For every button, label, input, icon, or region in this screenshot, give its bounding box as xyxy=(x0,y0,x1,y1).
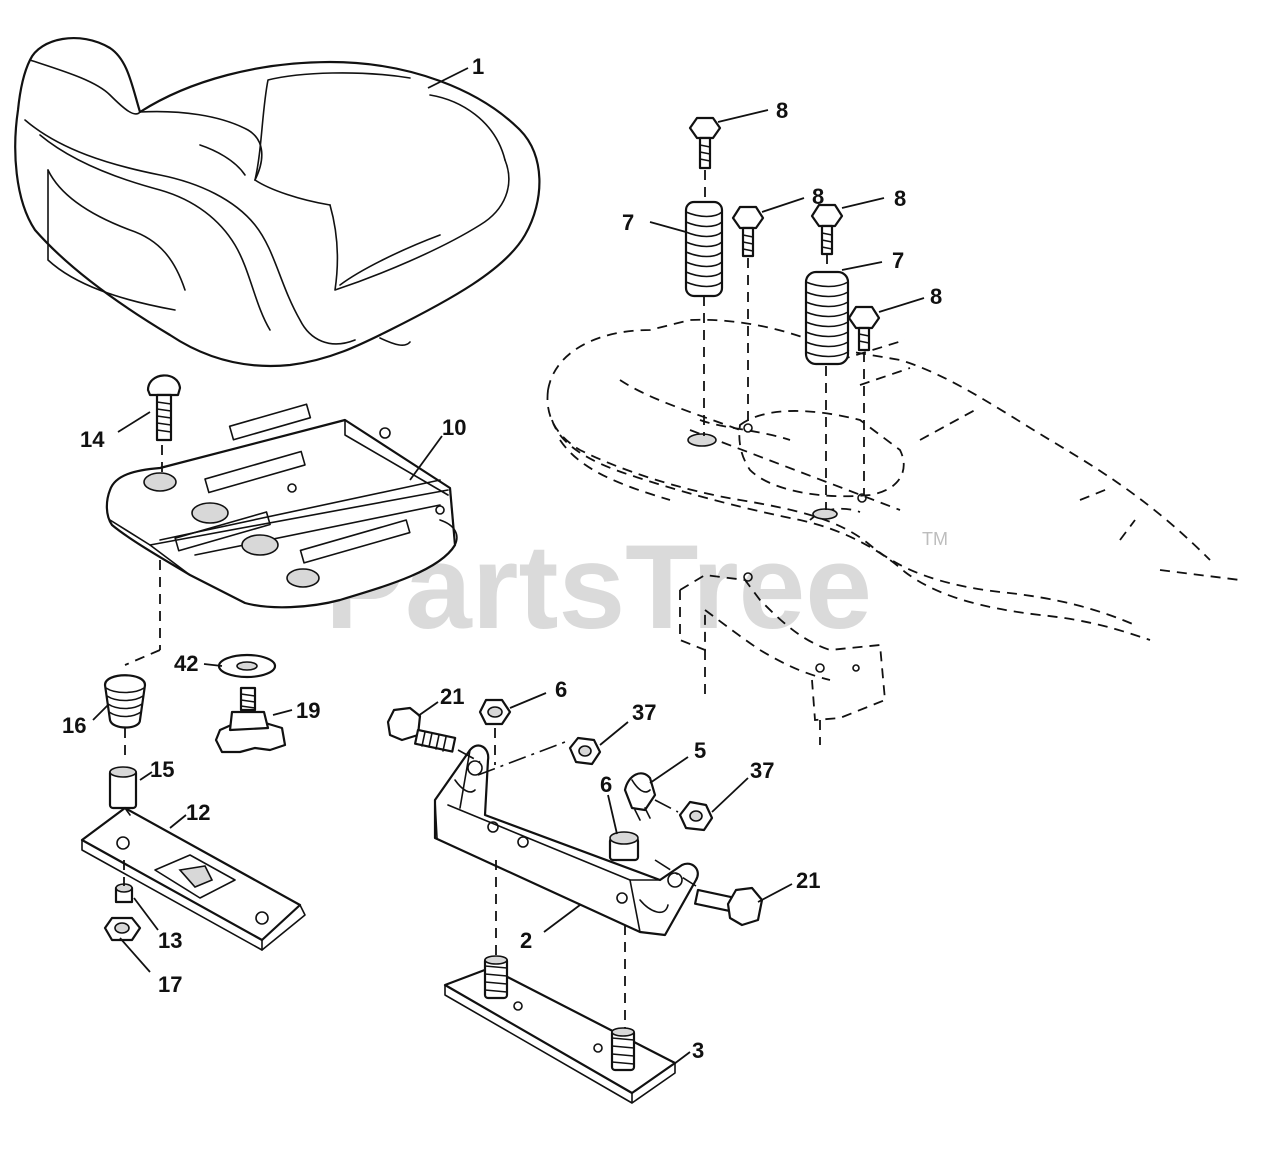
part-lock-nut-lower xyxy=(678,800,714,832)
assembly-line-lock-nut-upper xyxy=(477,741,566,776)
part-bolt-top xyxy=(688,116,722,170)
part-carriage-bolt xyxy=(146,374,182,478)
assembly-line-bolt-right xyxy=(654,859,697,887)
part-base-plate xyxy=(443,955,677,1104)
callout-7-right: 7 xyxy=(892,248,904,273)
part-bolt-right xyxy=(847,305,881,352)
callout-37-upper: 37 xyxy=(632,700,656,725)
part-lock-nut-upper xyxy=(568,736,602,766)
part-spacer xyxy=(108,766,138,810)
callout-10: 10 xyxy=(442,415,466,440)
callout-8-right: 8 xyxy=(930,284,942,309)
callout-5: 5 xyxy=(694,738,706,763)
assembly-line-bolt-left xyxy=(457,749,481,763)
part-flange-nut xyxy=(103,916,142,942)
part-shoulder-bolt-left xyxy=(386,706,457,753)
part-clip xyxy=(623,772,657,821)
callout-2: 2 xyxy=(520,928,532,953)
callout-12: 12 xyxy=(186,800,210,825)
callout-1: 1 xyxy=(472,54,484,79)
assembly-line-lock-nut-lower xyxy=(654,799,679,813)
callout-21-right: 21 xyxy=(796,868,820,893)
part-shoulder-bolt-right xyxy=(693,886,764,927)
part-hex-nut-right xyxy=(608,831,640,862)
part-spring-large-left xyxy=(684,200,724,298)
part-bracket-plate xyxy=(80,806,306,951)
callout-37-lower: 37 xyxy=(750,758,774,783)
callout-13: 13 xyxy=(158,928,182,953)
callout-7-left: 7 xyxy=(622,210,634,235)
part-seat-bracket xyxy=(433,744,699,937)
callout-8-mid-right: 8 xyxy=(894,186,906,211)
part-washer xyxy=(114,883,134,904)
callout-19: 19 xyxy=(296,698,320,723)
callout-42: 42 xyxy=(174,651,198,676)
callout-16: 16 xyxy=(62,713,86,738)
part-bolt-mid-right xyxy=(810,203,844,256)
callout-labels: 1 14 10 42 19 16 15 12 13 17 21 6 37 5 3… xyxy=(62,54,942,1063)
frame-seat-bracket xyxy=(679,572,886,745)
callout-3: 3 xyxy=(692,1038,704,1063)
callout-21-left: 21 xyxy=(440,684,464,709)
callout-6-upper: 6 xyxy=(555,677,567,702)
callout-8-mid-left: 8 xyxy=(812,184,824,209)
part-knob xyxy=(214,686,287,754)
watermark-trademark: TM xyxy=(922,529,948,549)
frame-outline xyxy=(546,318,1241,641)
callout-14: 14 xyxy=(80,427,105,452)
part-spring-large-right xyxy=(804,270,850,366)
callout-8-top: 8 xyxy=(776,98,788,123)
part-flat-washer xyxy=(217,653,277,679)
callout-15: 15 xyxy=(150,757,174,782)
assembly-line-pan-spring-b xyxy=(124,649,161,666)
part-seat xyxy=(14,37,541,368)
part-bolt-mid-left xyxy=(731,205,765,258)
leader-lines xyxy=(92,67,925,1065)
part-seat-pan xyxy=(105,403,458,609)
callout-6-lower: 6 xyxy=(600,772,612,797)
callout-17: 17 xyxy=(158,972,182,997)
part-hex-nut-left xyxy=(478,698,512,726)
part-spring-small xyxy=(103,674,147,729)
